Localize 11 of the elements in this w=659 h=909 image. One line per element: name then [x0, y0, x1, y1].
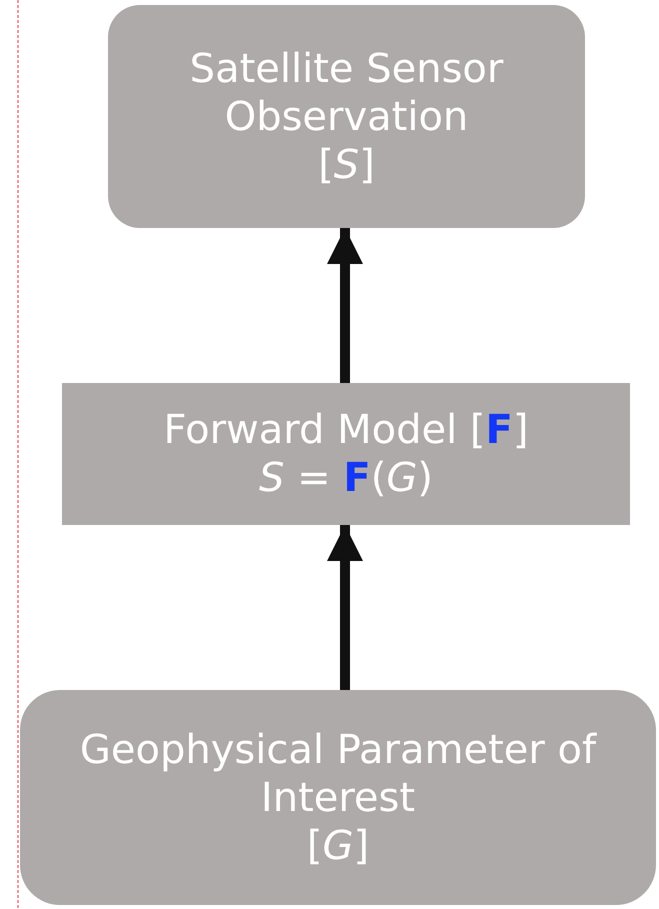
- arrow: [327, 525, 363, 690]
- box-text: Geophysical Parameter of Interest: [78, 726, 598, 822]
- box-text: [G]: [306, 822, 370, 870]
- box-text: [S]: [318, 140, 375, 188]
- box-text: Forward Model [F]: [164, 406, 528, 454]
- rounded-box: [20, 690, 656, 905]
- arrow: [327, 228, 363, 383]
- rounded-box: [108, 5, 585, 228]
- box-text: S = F(G): [259, 454, 433, 502]
- process-box: [62, 383, 630, 525]
- box-text: Satellite Sensor Observation: [188, 44, 504, 140]
